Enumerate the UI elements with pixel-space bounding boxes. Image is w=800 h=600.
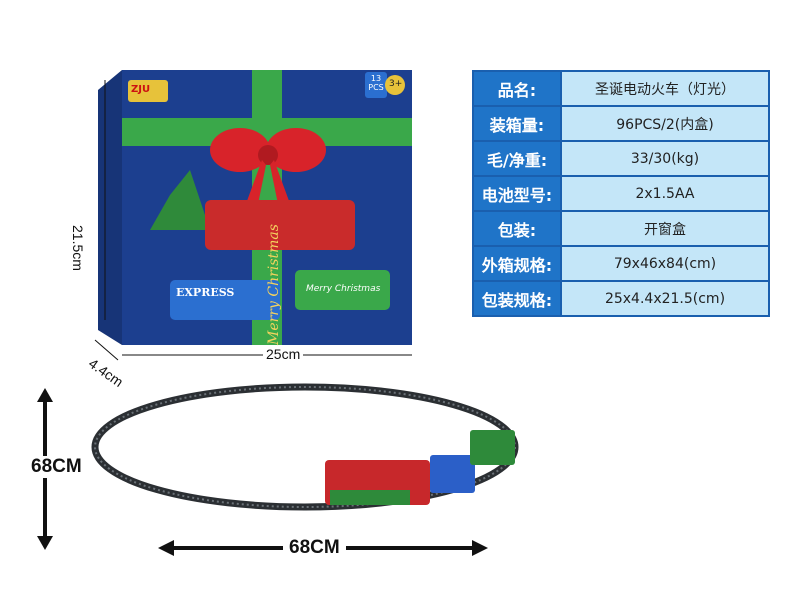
express-label: EXPRESS	[176, 286, 235, 299]
brand-text: ZJU	[131, 84, 151, 95]
row-value: 开窗盒	[560, 210, 770, 247]
pcs-badge: 13 PCS	[368, 74, 384, 92]
row-value: 96PCS/2(内盒)	[560, 105, 770, 142]
depth-dimension-line	[94, 339, 119, 361]
row-label: 品名:	[472, 70, 562, 107]
box-height-label: 21.5cm	[70, 225, 86, 271]
row-label: 毛/净重:	[472, 140, 562, 177]
box-width-label: 25cm	[263, 346, 304, 362]
tree-icon	[150, 170, 210, 230]
track-width-label: 68CM	[283, 537, 346, 559]
row-value: 25x4.4x21.5(cm)	[560, 280, 770, 317]
table-row: 装箱量:96PCS/2(内盒)	[472, 105, 770, 142]
row-label: 包装:	[472, 210, 562, 247]
table-row: 包装规格:25x4.4x21.5(cm)	[472, 280, 770, 317]
track-height-label: 68CM	[25, 456, 88, 478]
table-row: 外箱规格:79x46x84(cm)	[472, 245, 770, 282]
spec-table: 品名:圣诞电动火车（灯光） 装箱量:96PCS/2(内盒) 毛/净重:33/30…	[472, 70, 770, 317]
merry-christmas-text: Merry Christmas	[266, 224, 282, 345]
train-icon	[325, 430, 515, 505]
window-express-car	[170, 280, 280, 320]
row-label: 装箱量:	[472, 105, 562, 142]
table-row: 品名:圣诞电动火车（灯光）	[472, 70, 770, 107]
age-badge: 3+	[389, 79, 403, 89]
row-value: 圣诞电动火车（灯光）	[560, 70, 770, 107]
brand-logo	[128, 80, 168, 102]
row-label: 包装规格:	[472, 280, 562, 317]
row-label: 电池型号:	[472, 175, 562, 212]
row-label: 外箱规格:	[472, 245, 562, 282]
car-greeting: Merry Christmas	[306, 284, 381, 294]
row-value: 33/30(kg)	[560, 140, 770, 177]
window-locomotive	[205, 200, 355, 250]
table-row: 电池型号:2x1.5AA	[472, 175, 770, 212]
row-value: 79x46x84(cm)	[560, 245, 770, 282]
table-row: 毛/净重:33/30(kg)	[472, 140, 770, 177]
table-row: 包装:开窗盒	[472, 210, 770, 247]
product-box	[98, 70, 412, 345]
window-green-car	[295, 270, 390, 310]
row-value: 2x1.5AA	[560, 175, 770, 212]
